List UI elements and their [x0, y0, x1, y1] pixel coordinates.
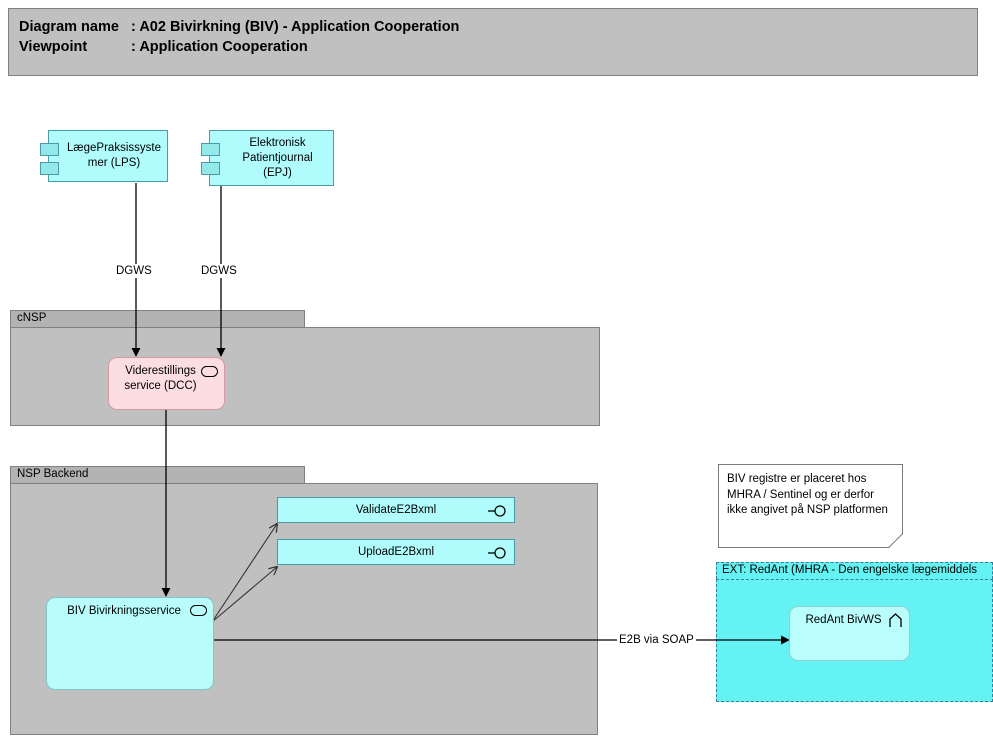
group-cnsp-tab: cNSP: [10, 310, 305, 327]
interface-upload-e2bxml-label: UploadE2Bxml: [357, 546, 435, 558]
note-fold-corner: [889, 534, 903, 548]
interface-validate-e2bxml-label: ValidateE2Bxml: [355, 504, 437, 516]
group-cnsp-title: cNSP: [17, 312, 47, 324]
viewpoint-separator: :: [131, 39, 140, 55]
interface-validate-e2bxml[interactable]: ValidateE2Bxml: [277, 497, 515, 523]
group-cnsp[interactable]: cNSP: [10, 310, 600, 426]
group-nsp-backend-tab: NSP Backend: [10, 466, 305, 483]
provided-interface-lollipop-icon: [488, 505, 506, 517]
group-ext-redant-title: EXT: RedAnt (MHRA - Den engelske lægemid…: [722, 564, 978, 576]
application-service-oval-icon: [190, 605, 207, 616]
service-redant-bivws-label: RedAnt BivWS: [805, 614, 882, 626]
service-redant-bivws[interactable]: RedAnt BivWS: [789, 606, 910, 661]
service-biv-bivirkningsservice[interactable]: BIV Bivirkningsservice: [46, 597, 214, 690]
application-component-chevron-icon: [889, 613, 902, 627]
viewpoint-label: Viewpoint: [19, 39, 88, 55]
uml-component-icon: [201, 162, 220, 175]
uml-component-icon: [40, 143, 59, 156]
group-nsp-backend-title: NSP Backend: [17, 468, 89, 480]
diagram-title-block: Diagram name: A02 Bivirkning (BIV) - App…: [8, 8, 978, 76]
diagram-name-row: Diagram name: A02 Bivirkning (BIV) - App…: [19, 17, 977, 37]
service-viderestillings-dcc-label: Viderestillings service (DCC): [124, 365, 197, 392]
component-lps[interactable]: LægePraksissyste mer (LPS): [40, 130, 168, 182]
viewpoint-row: Viewpoint: Application Cooperation: [19, 37, 977, 57]
edge-label-e2b-via-soap: E2B via SOAP: [617, 633, 696, 647]
diagram-name-separator: :: [131, 19, 140, 35]
group-ext-redant[interactable]: EXT: RedAnt (MHRA - Den engelske lægemid…: [716, 562, 993, 702]
component-epj[interactable]: Elektronisk Patientjournal (EPJ): [201, 130, 334, 186]
note-line-2: MHRA / Sentinel og er derfor: [727, 488, 875, 501]
note-line-1: BIV registre er placeret hos: [727, 473, 867, 485]
group-ext-redant-tab: EXT: RedAnt (MHRA - Den engelske lægemid…: [716, 562, 993, 579]
viewpoint-value: Application Cooperation: [139, 39, 308, 55]
service-biv-bivirkningsservice-label: BIV Bivirkningsservice: [67, 605, 181, 617]
uml-component-icon: [201, 143, 220, 156]
interface-upload-e2bxml[interactable]: UploadE2Bxml: [277, 539, 515, 565]
note-line-3: ikke angivet på NSP platformen: [727, 504, 888, 516]
group-cnsp-body: [10, 327, 600, 426]
component-epj-label: Elektronisk Patientjournal (EPJ): [242, 136, 313, 179]
diagram-name-label: Diagram name: [19, 19, 119, 35]
provided-interface-lollipop-icon: [488, 547, 506, 559]
uml-component-icon: [40, 162, 59, 175]
service-viderestillings-dcc[interactable]: Viderestillings service (DCC): [108, 357, 225, 410]
diagram-name-value: A02 Bivirkning (BIV) - Application Coope…: [139, 19, 460, 35]
note-biv-registre[interactable]: BIV registre er placeret hos MHRA / Sent…: [718, 464, 903, 549]
edge-label-epj-dgws: DGWS: [201, 264, 237, 278]
component-lps-label: LægePraksissyste mer (LPS): [67, 142, 161, 169]
application-service-oval-icon: [201, 366, 218, 377]
edge-label-lps-dgws: DGWS: [116, 264, 152, 278]
